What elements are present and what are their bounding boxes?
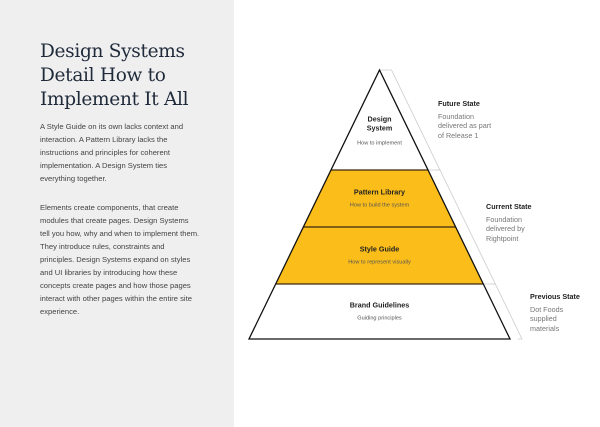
state-title: Current State bbox=[486, 202, 532, 211]
brand-guidelines-level bbox=[249, 284, 510, 339]
previous-state-bracket bbox=[483, 283, 523, 340]
intro-paragraph: A Style Guide on its own lacks context a… bbox=[40, 122, 184, 183]
brand-guidelines-subtitle: Guiding principles bbox=[357, 316, 402, 322]
state-current: Current State Foundation delivered by Ri… bbox=[486, 202, 566, 243]
pyramid-outline bbox=[247, 68, 512, 340]
style-guide-title: Style Guide bbox=[360, 245, 400, 254]
pyramid-border bbox=[247, 68, 512, 340]
pyramid-levels bbox=[249, 70, 510, 339]
design-system-title: System bbox=[367, 124, 393, 133]
state-line: Foundation bbox=[486, 214, 522, 224]
state-title: Previous State bbox=[530, 292, 580, 301]
design-system-subtitle: How to implement bbox=[357, 141, 402, 147]
state-line: Dot Foods bbox=[530, 304, 564, 314]
style-guide-level bbox=[275, 227, 484, 284]
style-guide-subtitle: How to represent visually bbox=[348, 260, 411, 266]
state-title: Future State bbox=[438, 99, 480, 108]
state-description: Foundation delivered by Rightpoint bbox=[486, 215, 566, 244]
page-title: Design Systems Detail How to Implement I… bbox=[40, 41, 189, 110]
state-brackets bbox=[379, 69, 523, 340]
state-line: of Release 1 bbox=[438, 130, 479, 140]
detail-paragraph: Elements create components, that create … bbox=[40, 203, 200, 316]
state-description: Dot Foods supplied materials bbox=[530, 305, 600, 334]
state-line: materials bbox=[530, 323, 560, 333]
state-line: delivered by bbox=[486, 224, 525, 233]
pattern-library-subtitle: How to build the system bbox=[350, 203, 410, 209]
brand-guidelines-title: Brand Guidelines bbox=[350, 301, 410, 310]
left-panel bbox=[0, 0, 234, 427]
state-line: supplied bbox=[530, 314, 557, 323]
state-line: Rightpoint bbox=[486, 233, 519, 243]
design-system-level bbox=[330, 70, 429, 170]
state-future: Future State Foundation delivered as par… bbox=[438, 99, 518, 140]
pattern-library-title: Pattern Library bbox=[354, 188, 405, 197]
state-line: delivered as part bbox=[438, 121, 492, 130]
pattern-library-level bbox=[303, 170, 456, 227]
state-line: Foundation bbox=[438, 111, 474, 121]
state-description: Foundation delivered as part of Release … bbox=[438, 112, 518, 141]
design-system-title: Design bbox=[368, 115, 392, 124]
state-previous: Previous State Dot Foods supplied materi… bbox=[530, 292, 600, 333]
